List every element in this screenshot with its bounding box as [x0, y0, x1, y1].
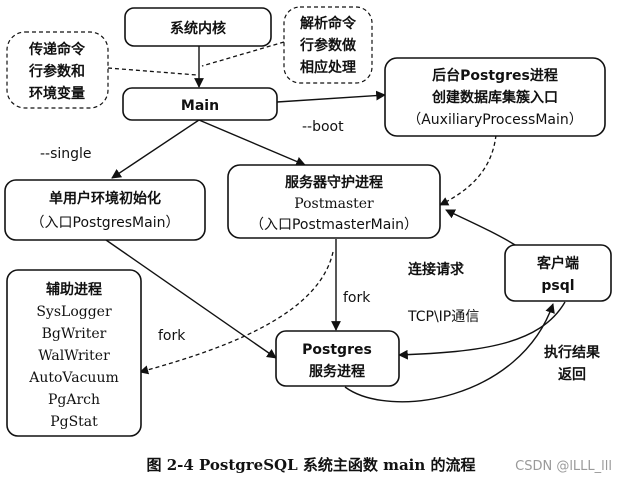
- edge-label-result-line-2: 返回: [558, 366, 586, 383]
- edge-client-to-postgres: [398, 301, 566, 360]
- edge-single-user-to-postgres: [105, 239, 277, 359]
- node-single-user: 单用户环境初始化 （入口PostgresMain）: [4, 179, 206, 241]
- node-postgres-line-1: Postgres: [302, 342, 372, 358]
- edge-label-single: --single: [40, 146, 92, 162]
- node-aux-procs-pgstat: PgStat: [50, 414, 98, 430]
- node-postmaster: 服务器守护进程 Postmaster （入口PostmasterMain）: [227, 164, 441, 239]
- edge-client-to-postmaster: [445, 209, 521, 249]
- node-main: Main: [122, 87, 278, 121]
- note-parse-args: 解析命令 行参数做 相应处理: [283, 6, 373, 84]
- node-aux-main: 后台Postgres进程 创建数据库集簇入口 （AuxiliaryProcess…: [384, 57, 606, 137]
- node-aux-procs: 辅助进程 SysLogger BgWriter WalWriter AutoVa…: [6, 269, 142, 437]
- node-aux-procs-syslogger: SysLogger: [36, 304, 112, 320]
- note-parse-args-line-3: 相应处理: [300, 59, 356, 76]
- node-main-label: Main: [181, 98, 219, 114]
- node-aux-main-line-1: 后台Postgres进程: [432, 67, 558, 84]
- edge-label-result-line-1: 执行结果: [544, 344, 601, 361]
- note-parse-args-line-1: 解析命令: [300, 15, 357, 32]
- node-client-line-2: psql: [541, 278, 574, 294]
- edge-label-fork-aux: fork: [158, 328, 186, 344]
- node-aux-procs-pgarch: PgArch: [48, 392, 100, 408]
- node-postgres-line-2: 服务进程: [309, 363, 365, 380]
- node-single-user-line-2: （入口PostgresMain）: [31, 215, 180, 231]
- edge-main-to-single-user: [111, 119, 200, 179]
- note-pass-args-line-3: 环境变量: [29, 85, 85, 102]
- edge-label-tcpip: TCP\IP通信: [407, 309, 479, 325]
- note-pass-args: 传递命令 行参数和 环境变量: [6, 31, 109, 109]
- edge-postgres-to-client-result: [344, 303, 555, 403]
- node-postgres: Postgres 服务进程: [275, 330, 400, 387]
- node-aux-main-line-2: 创建数据库集簇入口: [431, 89, 558, 106]
- node-postmaster-line-1: 服务器守护进程: [285, 174, 383, 191]
- edge-main-to-postmaster: [198, 119, 306, 167]
- note-pass-args-connector: [107, 67, 198, 76]
- node-aux-procs-bgwriter: BgWriter: [42, 326, 107, 342]
- edge-main-to-aux-main: [276, 90, 386, 103]
- edge-label-connect-request: 连接请求: [408, 261, 465, 278]
- edge-label-boot: --boot: [302, 119, 344, 135]
- node-client-line-1: 客户端: [536, 255, 579, 272]
- node-single-user-line-1: 单用户环境初始化: [49, 190, 161, 207]
- node-postmaster-line-2: Postmaster: [294, 196, 374, 212]
- node-aux-procs-walwriter: WalWriter: [38, 348, 110, 364]
- edge-postmaster-to-aux-procs: [139, 251, 334, 375]
- edge-aux-main-to-postmaster: [439, 134, 497, 206]
- figure-caption: 图 2-4 PostgreSQL 系统主函数 main 的流程: [146, 456, 475, 474]
- note-pass-args-line-1: 传递命令: [28, 41, 86, 58]
- node-aux-procs-autovacuum: AutoVacuum: [28, 370, 119, 386]
- watermark: CSDN @lLLL_lll: [515, 459, 612, 474]
- node-aux-procs-title: 辅助进程: [46, 281, 102, 298]
- node-aux-main-line-3: （AuxiliaryProcessMain）: [407, 112, 583, 128]
- edge-label-fork-postgres: fork: [343, 290, 371, 306]
- node-postmaster-line-3: （入口PostmasterMain）: [250, 217, 418, 233]
- note-parse-args-line-2: 行参数做: [299, 37, 357, 54]
- note-pass-args-line-2: 行参数和: [28, 63, 85, 80]
- node-kernel-label: 系统内核: [170, 20, 226, 37]
- node-kernel: 系统内核: [124, 7, 272, 47]
- node-client: 客户端 psql: [504, 244, 612, 302]
- note-parse-args-connector: [201, 41, 285, 67]
